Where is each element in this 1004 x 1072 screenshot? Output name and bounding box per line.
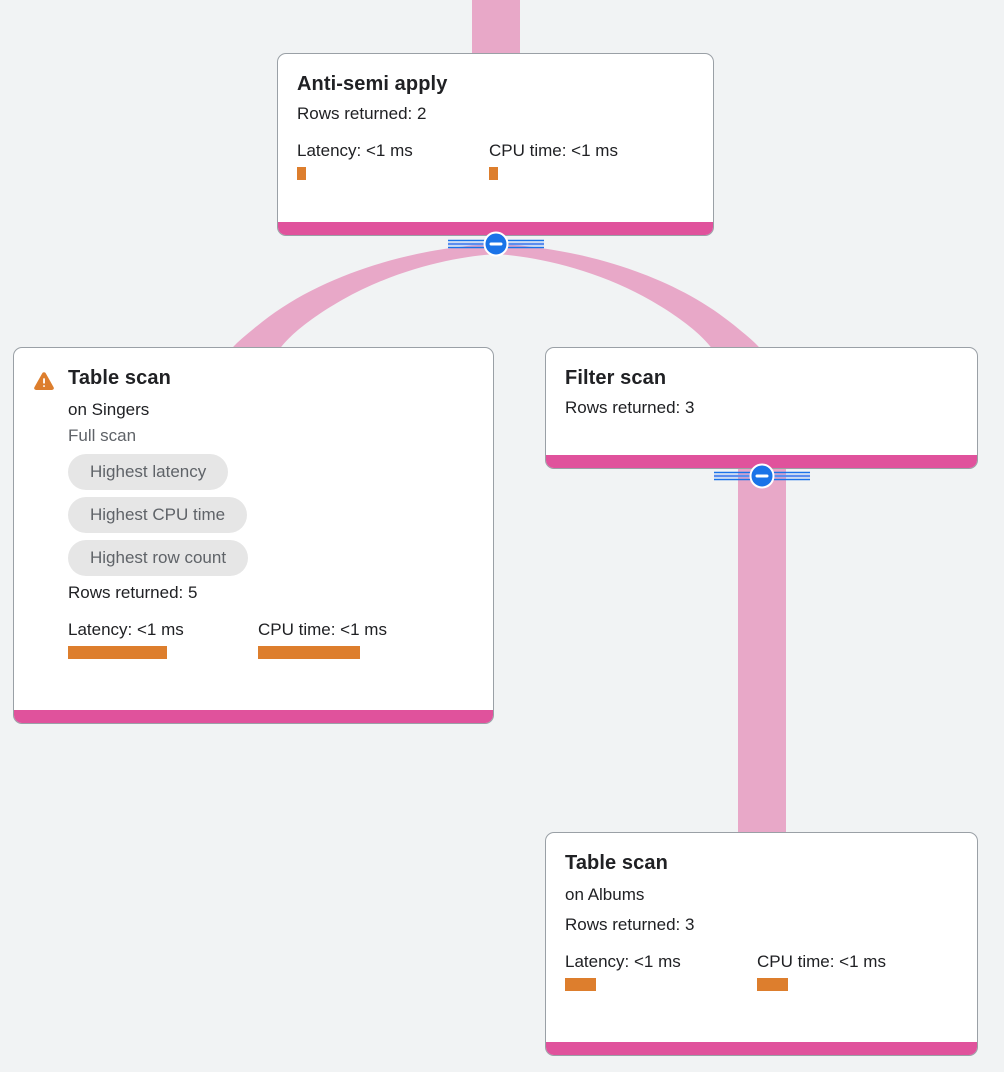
- node-header: Filter scan: [565, 366, 958, 391]
- metric-latency: Latency: <1 ms: [565, 952, 757, 991]
- node-title: Table scan: [68, 367, 171, 389]
- metric-latency-label: Latency: <1 ms: [297, 141, 413, 160]
- rows-returned-label: Rows returned: 3: [565, 915, 695, 934]
- metrics-group: Latency: <1 ms CPU time: <1 ms: [68, 620, 474, 659]
- node-title: Filter scan: [565, 367, 667, 389]
- metric-cpu-time-label: CPU time: <1 ms: [489, 141, 618, 160]
- node-footer-bar: [278, 222, 713, 235]
- chips-group: Highest latency Highest CPU time Highest…: [68, 454, 474, 576]
- node-footer-bar: [546, 455, 977, 468]
- node-body: Table scan on Albums Rows returned: 3 La…: [546, 833, 977, 1042]
- edge-filterscan-to-tablescan-albums: [738, 468, 786, 840]
- metrics-group: Latency: <1 ms CPU time: <1 ms: [565, 952, 958, 991]
- rows-returned-label: Rows returned: 2: [297, 104, 427, 123]
- warning-triangle-icon: [34, 372, 54, 390]
- metric-cpu-time: CPU time: <1 ms: [757, 952, 886, 991]
- node-body: Filter scan Rows returned: 3: [546, 348, 977, 455]
- rows-returned-label: Rows returned: 3: [565, 398, 695, 417]
- rows-returned-label: Rows returned: 5: [68, 583, 198, 602]
- edge-antisemi-to-tablescan-singers: [230, 244, 496, 352]
- node-title: Anti-semi apply: [297, 73, 448, 95]
- metric-cpu-time: CPU time: <1 ms: [489, 141, 618, 180]
- metric-cpu-time-label: CPU time: <1 ms: [757, 952, 886, 971]
- scan-type-label: Full scan: [68, 426, 137, 445]
- toggle-anti-semi-apply[interactable]: [448, 230, 544, 258]
- metric-cpu-time-bar: [258, 646, 360, 659]
- metric-cpu-time: CPU time: <1 ms: [258, 620, 387, 659]
- edge-antisemi-to-filterscan: [496, 244, 762, 352]
- node-header: Table scan: [33, 366, 474, 391]
- metric-latency-bar: [68, 646, 167, 659]
- node-anti-semi-apply[interactable]: Anti-semi apply Rows returned: 2 Latency…: [277, 53, 714, 236]
- node-title: Table scan: [565, 852, 668, 874]
- node-header: Anti-semi apply: [297, 72, 694, 97]
- scan-target-label: on Albums: [565, 885, 645, 904]
- metric-latency: Latency: <1 ms: [68, 620, 258, 659]
- edge-incoming-top: [472, 0, 520, 56]
- collapse-minus-icon[interactable]: [749, 463, 775, 489]
- metric-cpu-time-label: CPU time: <1 ms: [258, 620, 387, 639]
- metric-latency-label: Latency: <1 ms: [68, 620, 184, 639]
- metric-cpu-time-bar: [757, 978, 788, 991]
- metric-latency-label: Latency: <1 ms: [565, 952, 681, 971]
- chip-highest-cpu-time[interactable]: Highest CPU time: [68, 497, 248, 533]
- node-footer-bar: [546, 1042, 977, 1055]
- node-body: Table scan on Singers Full scan Highest …: [14, 348, 493, 710]
- metric-latency: Latency: <1 ms: [297, 141, 489, 180]
- collapse-minus-icon[interactable]: [483, 231, 509, 257]
- chip-highest-row-count[interactable]: Highest row count: [68, 540, 249, 576]
- node-footer-bar: [14, 710, 493, 723]
- chip-highest-latency[interactable]: Highest latency: [68, 454, 229, 490]
- node-table-scan-albums[interactable]: Table scan on Albums Rows returned: 3 La…: [545, 832, 978, 1056]
- node-body: Anti-semi apply Rows returned: 2 Latency…: [278, 54, 713, 222]
- metrics-group: Latency: <1 ms CPU time: <1 ms: [297, 141, 694, 180]
- metric-latency-bar: [297, 167, 306, 180]
- node-table-scan-singers[interactable]: Table scan on Singers Full scan Highest …: [13, 347, 494, 724]
- node-filter-scan[interactable]: Filter scan Rows returned: 3: [545, 347, 978, 469]
- node-details: on Singers Full scan Highest latency Hig…: [68, 397, 474, 659]
- metric-cpu-time-bar: [489, 167, 498, 180]
- node-header: Table scan: [565, 851, 958, 876]
- metric-latency-bar: [565, 978, 596, 991]
- toggle-filter-scan[interactable]: [714, 462, 810, 490]
- scan-target-label: on Singers: [68, 400, 150, 419]
